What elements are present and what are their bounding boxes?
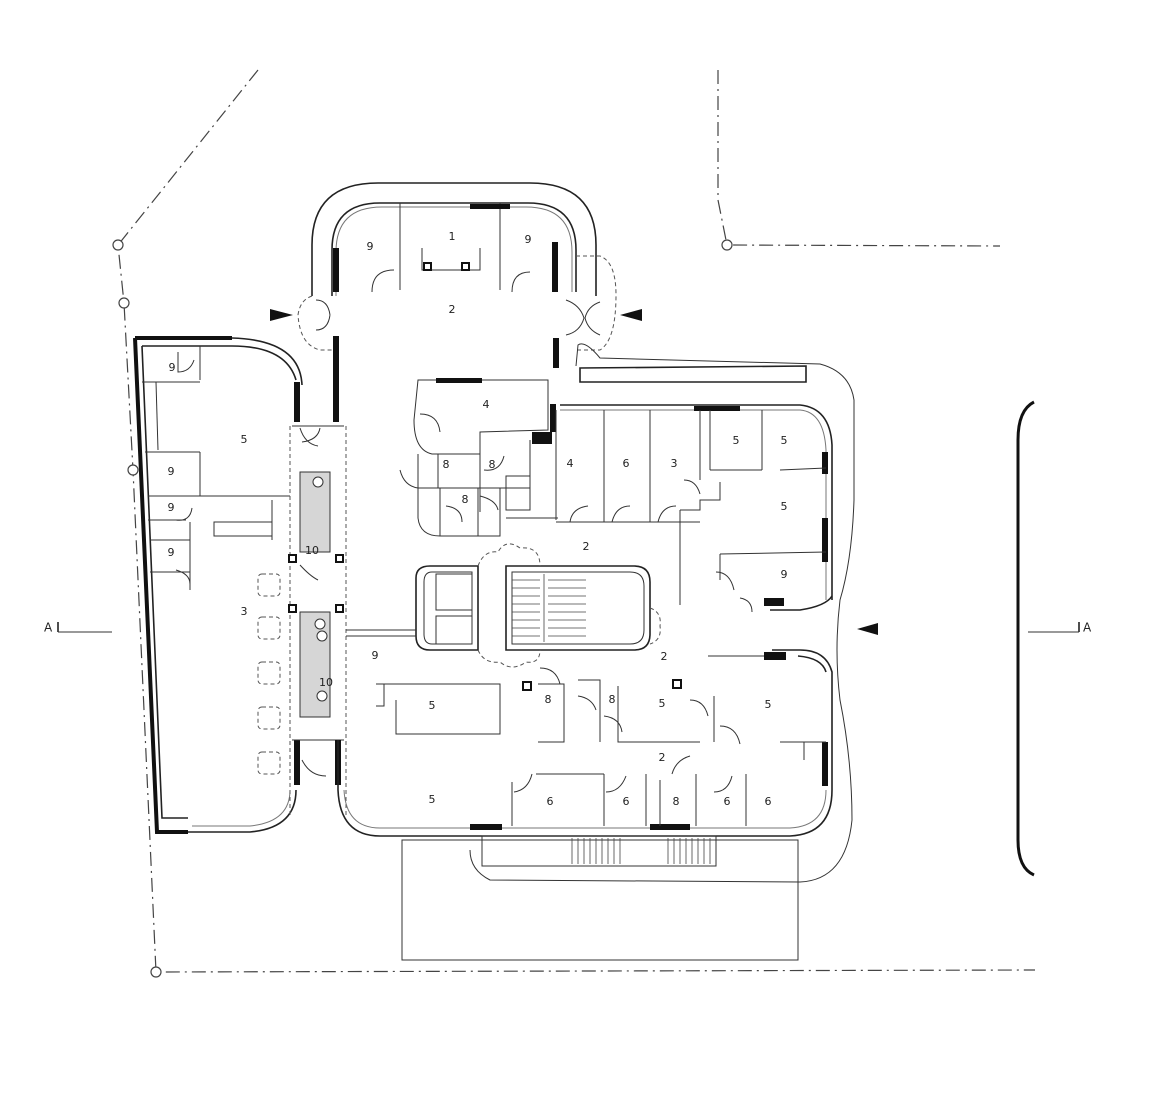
room-label: 1 (449, 230, 456, 243)
room-label: 8 (489, 458, 496, 471)
room-label: 9 (168, 501, 175, 514)
section-marker-left: A (44, 621, 112, 635)
main-block-outline (335, 343, 855, 961)
room-label: 2 (659, 751, 666, 764)
room-label: 6 (547, 795, 554, 808)
entrance-arrow-west (270, 309, 293, 321)
room-label: 5 (781, 500, 788, 513)
section-label-right: A (1083, 621, 1092, 635)
section-label-left: A (44, 621, 53, 635)
room-label: 6 (623, 795, 630, 808)
south-stair-treads (571, 838, 711, 864)
room-label: 8 (673, 795, 680, 808)
room-label: 6 (724, 795, 731, 808)
room-label: 4 (483, 398, 490, 411)
room-label: 6 (623, 457, 630, 470)
room-label: 9 (168, 465, 175, 478)
main-block-interior (346, 378, 827, 826)
room-label: 6 (765, 795, 772, 808)
room-label: 5 (733, 434, 740, 447)
room-label: 2 (661, 650, 668, 663)
property-line (112, 69, 1036, 978)
room-label: 5 (241, 433, 248, 446)
room-label: 10 (319, 676, 333, 689)
room-label: 5 (659, 697, 666, 710)
room-label: 3 (241, 605, 248, 618)
room-label: 8 (545, 693, 552, 706)
room-label: 9 (525, 233, 532, 246)
room-label: 8 (462, 493, 469, 506)
core-stair-treads (512, 574, 586, 642)
room-label: 8 (609, 693, 616, 706)
room-label: 5 (429, 793, 436, 806)
room-label: 9 (781, 568, 788, 581)
room-label: 9 (372, 649, 379, 662)
room-label: 5 (429, 699, 436, 712)
east-curved-wall (1016, 400, 1035, 877)
west-wing (133, 336, 303, 834)
entrance-arrow-east (857, 623, 878, 635)
north-pavilion (297, 182, 617, 422)
gallery-strip (288, 425, 347, 818)
room-label: 2 (583, 540, 590, 553)
room-label: 4 (567, 457, 574, 470)
room-label: 9 (169, 361, 176, 374)
room-label: 2 (449, 303, 456, 316)
room-label: 5 (781, 434, 788, 447)
section-marker-right: A (1028, 621, 1092, 635)
room-label: 5 (765, 698, 772, 711)
room-label: 10 (305, 544, 319, 557)
room-label: 9 (168, 546, 175, 559)
room-label: 9 (367, 240, 374, 253)
entrance-arrow-north-east (620, 309, 642, 321)
room-label: 3 (671, 457, 678, 470)
room-label: 8 (443, 458, 450, 471)
room-labels: 1 2 2 2 2 3 3 4 4 5 5 5 5 5 5 5 5 6 6 6 … (168, 230, 788, 808)
